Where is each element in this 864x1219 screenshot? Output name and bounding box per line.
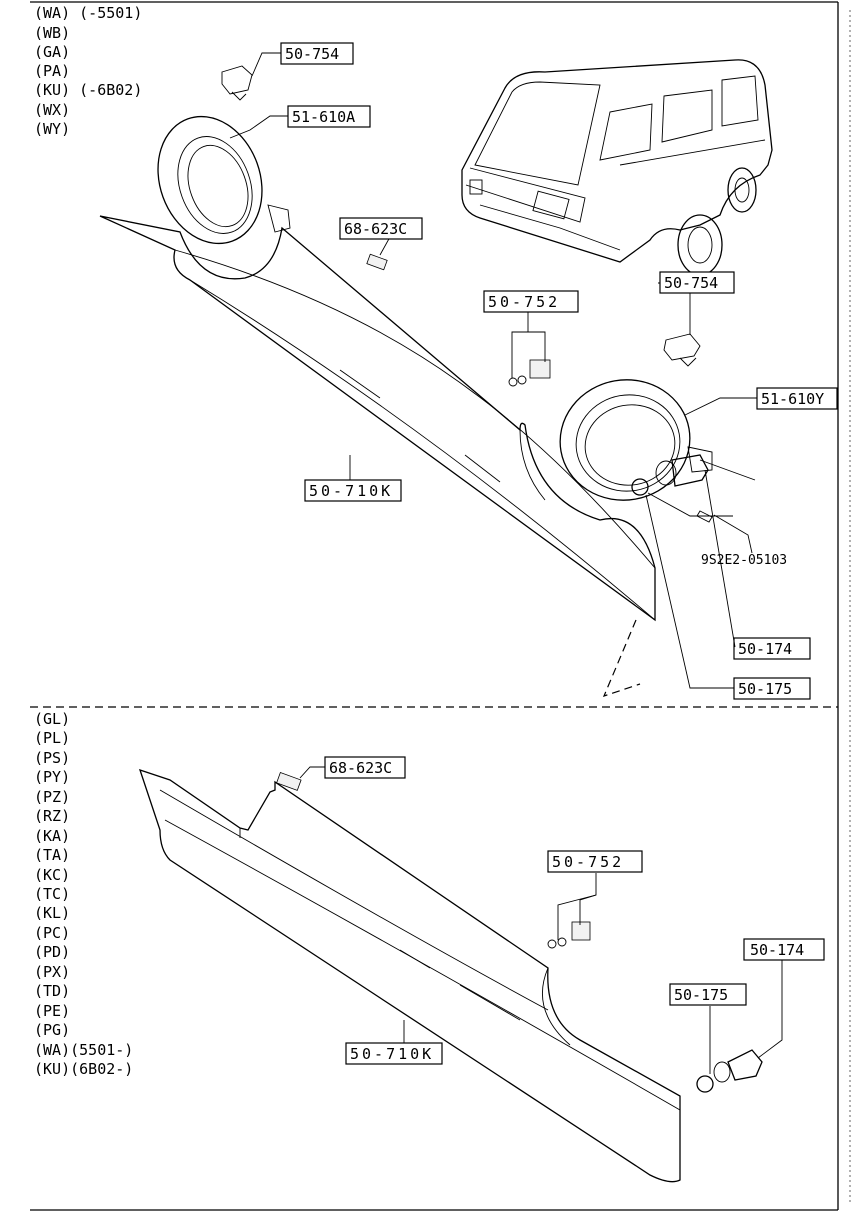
code-item: (PD)	[34, 943, 70, 961]
code-item: (PE)	[34, 1002, 70, 1020]
code-item: (WB)	[34, 24, 70, 42]
leader-lines-bottom	[299, 766, 783, 1074]
leader-line	[704, 469, 736, 648]
code-item: (PX)	[34, 963, 70, 981]
part-label: 50-754	[664, 274, 718, 292]
code-item: (TC)	[34, 885, 70, 903]
bracket-top-icon	[221, 65, 253, 101]
part-label: 68-623C	[329, 759, 392, 777]
bracket-mid-icon	[663, 333, 701, 367]
van-illustration	[461, 59, 773, 276]
part-label: 50-174	[738, 640, 792, 658]
code-item: (KA)	[34, 827, 70, 845]
code-item: (KL)	[34, 904, 70, 922]
part-label: 51-610Y	[761, 390, 824, 408]
dashed-link	[602, 619, 641, 697]
code-item: (GA)	[34, 43, 70, 61]
code-item: (KU)(6B02-)	[34, 1060, 133, 1078]
code-item: (KU) (-6B02)	[34, 81, 142, 99]
cap-bottom-icon	[276, 772, 302, 791]
part-label: 50-752	[488, 293, 560, 311]
code-item: (PZ)	[34, 788, 70, 806]
code-item: (PY)	[34, 768, 70, 786]
part-label: 50-754	[285, 45, 339, 63]
labels-top: 50-754 51-610A 68-623C 50-754 50-752 51-…	[280, 42, 838, 700]
code-item: (WA)(5501-)	[34, 1041, 133, 1059]
headlamp-ring-left	[157, 115, 291, 245]
part-label: 50-710K	[350, 1045, 434, 1063]
lamp-bottom-icon	[713, 1049, 763, 1083]
screw-icon	[696, 510, 713, 523]
code-item: (KC)	[34, 866, 70, 884]
bumper-top	[99, 215, 656, 622]
code-item: (PS)	[34, 749, 70, 767]
top-applicability-list: (WA) (-5501) (WB) (GA) (PA) (KU) (-6B02)…	[34, 4, 142, 138]
part-label: 51-610A	[292, 108, 355, 126]
code-item: (PA)	[34, 62, 70, 80]
bumper-bottom	[138, 768, 681, 1183]
code-item: (RZ)	[34, 807, 70, 825]
code-item: (WX)	[34, 101, 70, 119]
bulb-top-icon	[631, 478, 649, 496]
lamp-top-icon	[655, 454, 709, 487]
code-item: (PL)	[34, 729, 70, 747]
code-item: (WY)	[34, 120, 70, 138]
bottom-applicability-list: (GL) (PL) (PS) (PY) (PZ) (RZ) (KA) (TA) …	[34, 710, 133, 1078]
labels-bottom: 68-623C 50-752 50-175 50-174 50-710K	[324, 756, 825, 1065]
code-item: (PC)	[34, 924, 70, 942]
code-item: (PG)	[34, 1021, 70, 1039]
part-label: 50-175	[738, 680, 792, 698]
cap-top-icon	[366, 253, 388, 271]
part-label: 50-752	[552, 853, 624, 871]
clip-top-icon	[508, 359, 551, 387]
clip-bottom-icon	[547, 921, 591, 949]
headlamp-ring-right	[559, 379, 713, 501]
part-label: 9S2E2-05103	[701, 553, 787, 568]
leader-line	[645, 494, 734, 689]
part-label: 50-174	[750, 941, 804, 959]
code-item: (GL)	[34, 710, 70, 728]
part-label: 50-710K	[309, 482, 393, 500]
part-label: 50-175	[674, 986, 728, 1004]
bulb-bottom-icon	[696, 1075, 714, 1093]
code-item: (WA) (-5501)	[34, 4, 142, 22]
part-label: 68-623C	[344, 220, 407, 238]
code-item: (TA)	[34, 846, 70, 864]
code-item: (TD)	[34, 982, 70, 1000]
